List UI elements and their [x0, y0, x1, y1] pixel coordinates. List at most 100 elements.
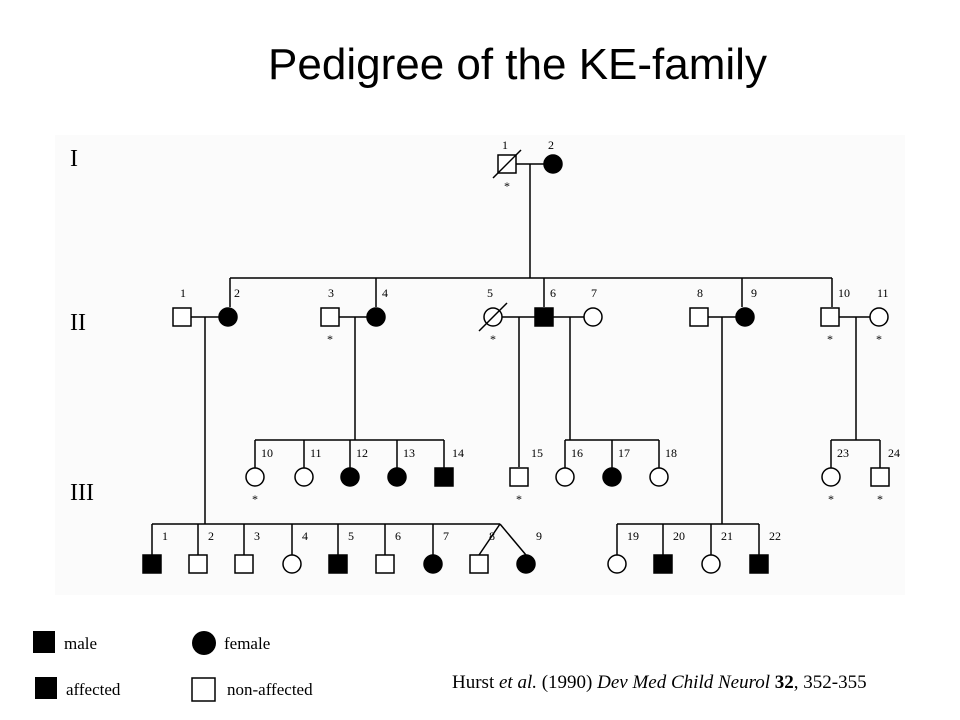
individual-III-23-number: 23 [837, 446, 849, 460]
legend-female-swatch [192, 631, 216, 655]
legend-male-label: male [64, 634, 97, 653]
individual-II-7-number: 7 [591, 286, 597, 300]
individual-II-6-symbol [534, 307, 554, 327]
individual-III-10-number: 10 [261, 446, 273, 460]
individual-II-7-symbol [583, 307, 603, 327]
individual-III-7-symbol [423, 554, 443, 574]
individual-II-11-number: 11 [877, 286, 889, 300]
individual-II-4-number: 4 [382, 286, 388, 300]
individual-III-17-symbol [602, 467, 622, 487]
individual-II-1-number: 1 [180, 286, 186, 300]
individual-III-19-number: 19 [627, 529, 639, 543]
individual-III-15-number: 15 [531, 446, 543, 460]
individual-III-14-symbol [434, 467, 454, 487]
citation-pages: , 352-355 [793, 672, 867, 693]
individual-III-12-number: 12 [356, 446, 368, 460]
individual-III-13-symbol [387, 467, 407, 487]
individual-II-5-number: 5 [487, 286, 493, 300]
legend-female-label: female [224, 634, 270, 653]
individual-III-14-number: 14 [452, 446, 464, 460]
individual-III-20-symbol [653, 554, 673, 574]
generation-label-III: III [70, 480, 94, 506]
individual-III-1-symbol [142, 554, 162, 574]
page-title: Pedigree of the KE-family [268, 40, 767, 89]
individual-II-9-number: 9 [751, 286, 757, 300]
individual-III-4-symbol [282, 554, 302, 574]
generation-labels: I II III [70, 146, 94, 506]
individual-III-8-number: 8 [489, 529, 495, 543]
individual-III-24-number: 24 [888, 446, 900, 460]
individual-II-5-deceased-mark [478, 302, 508, 332]
individual-II-2-number: 2 [234, 286, 240, 300]
individual-III-3-symbol [234, 554, 254, 574]
twin-line-III-8 [478, 523, 501, 556]
chart-background [55, 135, 905, 595]
individual-I-1-star: * [504, 179, 510, 193]
citation-volume: 32 [774, 672, 794, 693]
individual-II-10-star: * [827, 332, 833, 346]
individual-III-24-star: * [877, 492, 883, 506]
individual-III-13-number: 13 [403, 446, 415, 460]
individual-III-15-symbol [509, 467, 529, 487]
individual-III-18-symbol [649, 467, 669, 487]
individual-III-22-symbol [749, 554, 769, 574]
individual-III-8-symbol [469, 554, 489, 574]
individual-III-15-star: * [516, 492, 522, 506]
individual-III-5-symbol [328, 554, 348, 574]
citation-journal: Dev Med Child Neurol [597, 672, 771, 693]
generation-label-II: II [70, 310, 86, 336]
citation-year: (1990) [541, 672, 593, 693]
individual-III-10-symbol [245, 467, 265, 487]
individual-III-1-number: 1 [162, 529, 168, 543]
individual-I-1-number: 1 [502, 138, 508, 152]
individual-III-23-star: * [828, 492, 834, 506]
individual-III-16-symbol [555, 467, 575, 487]
individual-III-6-symbol [375, 554, 395, 574]
legend-male-swatch [33, 631, 55, 653]
individual-II-3-symbol [320, 307, 340, 327]
individual-III-3-number: 3 [254, 529, 260, 543]
legend-affected-label: affected [66, 680, 121, 699]
individual-III-7-number: 7 [443, 529, 449, 543]
individual-III-19-symbol [607, 554, 627, 574]
individual-II-10-symbol [820, 307, 840, 327]
individual-II-9-symbol [735, 307, 755, 327]
legend-non-affected-label: non-affected [227, 680, 313, 699]
individual-II-11-star: * [876, 332, 882, 346]
citation-etal: et al. [498, 672, 537, 693]
individual-III-11-number: 11 [310, 446, 322, 460]
individual-II-8-number: 8 [697, 286, 703, 300]
individual-II-2-symbol [218, 307, 238, 327]
citation-author: Hurst [452, 672, 495, 693]
individual-II-11-symbol [869, 307, 889, 327]
individual-III-10-star: * [252, 492, 258, 506]
individual-III-21-number: 21 [721, 529, 733, 543]
individual-III-2-number: 2 [208, 529, 214, 543]
individual-II-10-number: 10 [838, 286, 850, 300]
individual-III-21-symbol [701, 554, 721, 574]
twin-line-III-9 [499, 523, 527, 556]
individual-I-1-deceased-mark [492, 149, 522, 179]
citation: Hurst et al. (1990) Dev Med Child Neurol… [452, 672, 867, 694]
individual-II-4-symbol [366, 307, 386, 327]
legend-affected-swatch [35, 677, 57, 699]
generation-label-I: I [70, 146, 78, 172]
legend: male female affected non-affected [33, 631, 313, 702]
individual-III-17-number: 17 [618, 446, 630, 460]
individual-III-9-number: 9 [536, 529, 542, 543]
individual-III-12-symbol [340, 467, 360, 487]
individual-III-6-number: 6 [395, 529, 401, 543]
individual-II-3-star: * [327, 332, 333, 346]
individual-III-22-number: 22 [769, 529, 781, 543]
individual-III-24-symbol [870, 467, 890, 487]
individual-III-20-number: 20 [673, 529, 685, 543]
individual-I-2-number: 2 [548, 138, 554, 152]
individual-II-1-symbol [172, 307, 192, 327]
individual-II-6-number: 6 [550, 286, 556, 300]
relationship-lines [151, 163, 881, 556]
individual-II-3-number: 3 [328, 286, 334, 300]
individual-III-23-symbol [821, 467, 841, 487]
individual-III-2-symbol [188, 554, 208, 574]
